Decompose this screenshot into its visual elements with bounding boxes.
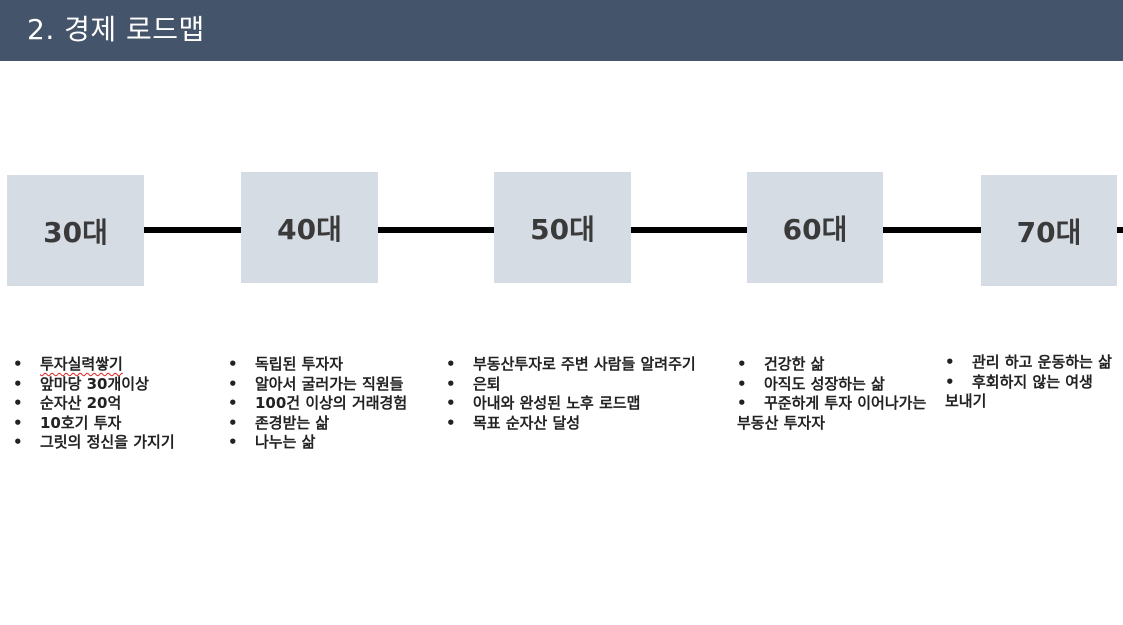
timeline-connector — [378, 227, 494, 233]
list-item-continuation: 보내기 — [945, 392, 1112, 412]
list-item: 알아서 굴러가는 직원들 — [228, 375, 407, 395]
decade-box-70s[interactable]: 70대 — [981, 175, 1117, 286]
list-item: 부동산투자로 주변 사람들 알려주기 — [446, 355, 696, 375]
goal-text: 나누는 삶 — [255, 433, 316, 451]
list-item: 관리 하고 운동하는 삶 — [945, 353, 1112, 373]
goal-text: 보내기 — [945, 392, 987, 410]
timeline-connector — [144, 227, 241, 233]
decade-box-50s[interactable]: 50대 — [494, 172, 631, 283]
goal-list-60s[interactable]: 건강한 삶 아직도 성장하는 삶 꾸준하게 투자 이어나가는 부동산 투자자 — [737, 355, 926, 433]
goal-text: 100건 이상의 거래경험 — [255, 394, 408, 412]
goal-text: 알아서 굴러가는 직원들 — [255, 374, 404, 393]
list-item: 존경받는 삶 — [228, 414, 407, 434]
list-item: 투자실력쌓기 — [13, 355, 175, 375]
goal-text: 순자산 20억 — [40, 394, 122, 412]
goal-text: 은퇴 — [473, 374, 501, 393]
decade-box-60s[interactable]: 60대 — [747, 172, 883, 283]
goal-text: 그릿의 정신을 가지기 — [40, 433, 175, 451]
goal-text: 건강한 삶 — [764, 355, 825, 373]
goal-list-70s[interactable]: 관리 하고 운동하는 삶 후회하지 않는 여생 보내기 — [945, 353, 1112, 412]
list-item: 순자산 20억 — [13, 394, 175, 414]
goal-list-50s[interactable]: 부동산투자로 주변 사람들 알려주기 은퇴 아내와 완성된 노후 로드맵 목표 … — [446, 355, 696, 433]
goal-text: 관리 하고 운동하는 삶 — [972, 353, 1112, 371]
list-item: 그릿의 정신을 가지기 — [13, 433, 175, 453]
decade-box-30s[interactable]: 30대 — [7, 175, 144, 286]
list-item: 100건 이상의 거래경험 — [228, 394, 407, 414]
list-item: 꾸준하게 투자 이어나가는 — [737, 394, 926, 414]
list-item-continuation: 부동산 투자자 — [737, 414, 926, 434]
list-item: 은퇴 — [446, 375, 696, 395]
list-item: 앞마당 30개이상 — [13, 375, 175, 395]
goal-text: 꾸준하게 투자 이어나가는 — [764, 394, 927, 412]
page-title: 2. 경제 로드맵 — [27, 13, 205, 46]
list-item: 목표 순자산 달성 — [446, 414, 696, 434]
list-item: 아직도 성장하는 삶 — [737, 375, 926, 395]
goal-text: 10호기 투자 — [40, 413, 122, 432]
timeline-connector — [1117, 227, 1123, 233]
decade-label: 60대 — [782, 212, 848, 246]
list-item: 나누는 삶 — [228, 433, 407, 453]
decade-box-40s[interactable]: 40대 — [241, 172, 378, 283]
decade-label: 70대 — [1016, 215, 1082, 249]
goal-text: 존경받는 삶 — [255, 413, 330, 432]
list-item: 아내와 완성된 노후 로드맵 — [446, 394, 696, 414]
timeline-connector — [631, 227, 747, 233]
list-item: 건강한 삶 — [737, 355, 926, 375]
goal-text: 부동산 투자자 — [737, 413, 826, 432]
goal-text: 독립된 투자자 — [255, 355, 344, 373]
goal-text: 앞마당 30개이상 — [40, 374, 149, 393]
list-item: 후회하지 않는 여생 — [945, 373, 1112, 393]
decade-label: 40대 — [277, 212, 342, 246]
goal-text: 투자실력쌓기 — [40, 355, 123, 373]
decade-label: 50대 — [530, 212, 595, 246]
goal-text: 아직도 성장하는 삶 — [764, 374, 885, 393]
timeline-connector — [883, 227, 981, 233]
goal-text: 목표 순자산 달성 — [473, 413, 581, 432]
title-bar: 2. 경제 로드맵 — [0, 0, 1123, 61]
goal-text: 아내와 완성된 노후 로드맵 — [473, 394, 641, 412]
goal-list-40s[interactable]: 독립된 투자자 알아서 굴러가는 직원들 100건 이상의 거래경험 존경받는 … — [228, 355, 407, 453]
goal-list-30s[interactable]: 투자실력쌓기 앞마당 30개이상 순자산 20억 10호기 투자 그릿의 정신을… — [13, 355, 175, 453]
list-item: 10호기 투자 — [13, 414, 175, 434]
decade-label: 30대 — [43, 215, 108, 249]
goal-text: 부동산투자로 주변 사람들 알려주기 — [473, 355, 696, 373]
list-item: 독립된 투자자 — [228, 355, 407, 375]
goal-text: 후회하지 않는 여생 — [972, 372, 1093, 391]
